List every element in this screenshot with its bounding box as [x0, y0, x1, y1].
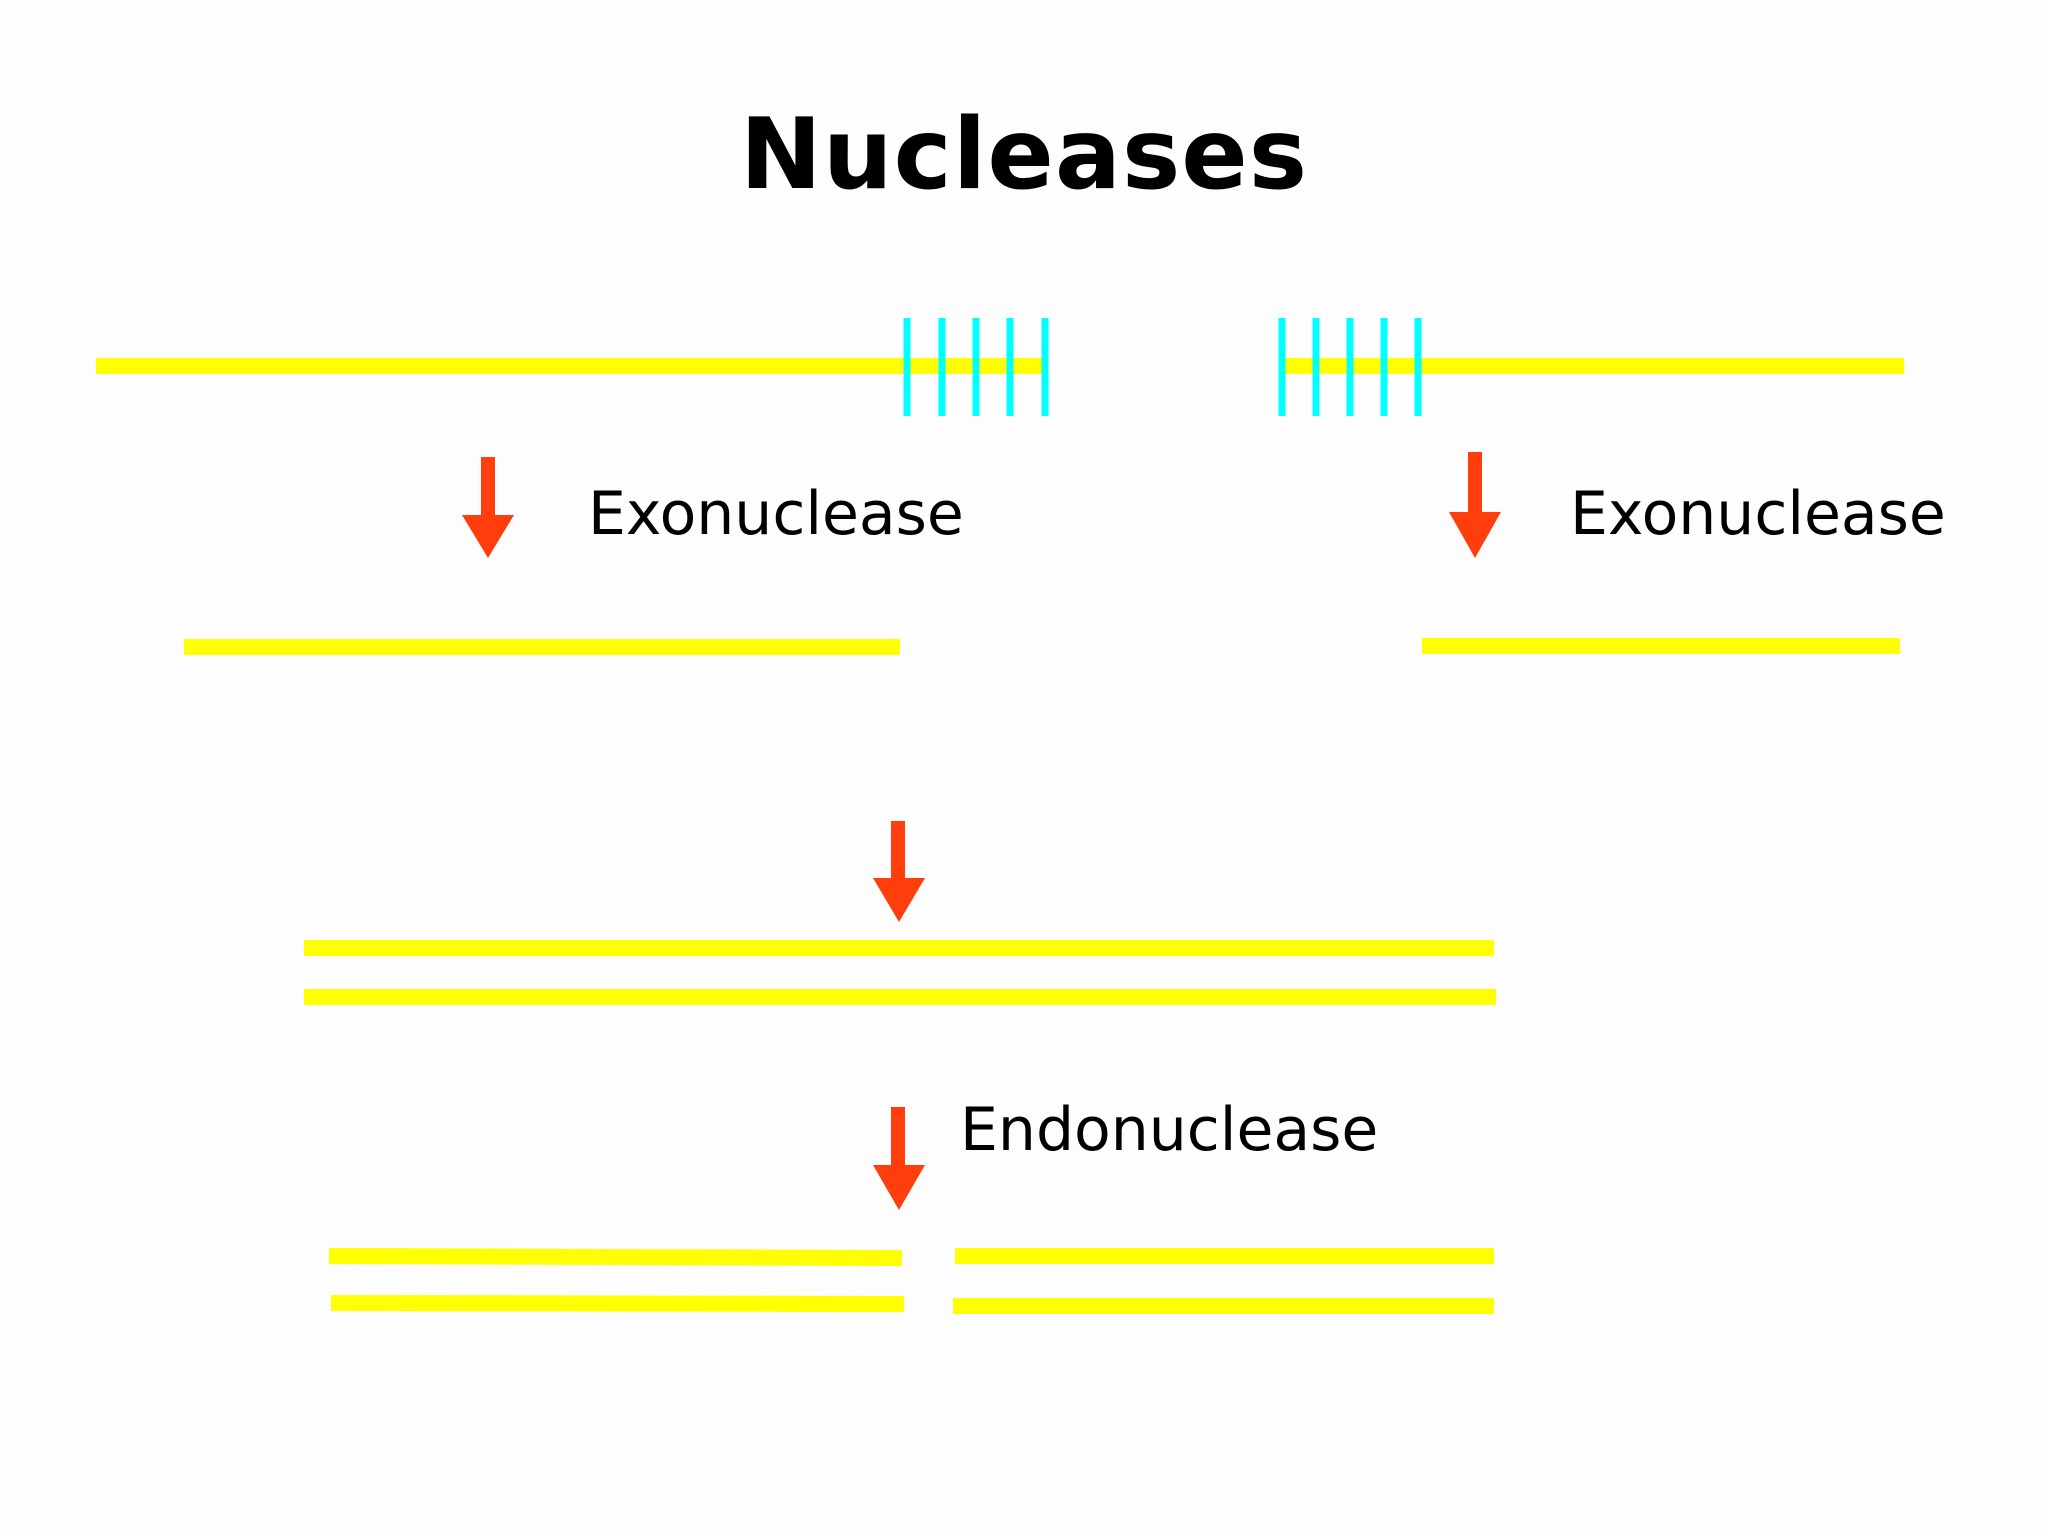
dna-fragment-left-lower — [330, 1295, 905, 1312]
label-endonuclease: Endonuclease — [960, 1095, 1379, 1165]
end-marks-right — [1278, 318, 1422, 416]
label-exonuclease-right: Exonuclease — [1570, 479, 1946, 549]
arrow-exonuclease-right — [1449, 452, 1501, 558]
page-title: Nucleases — [739, 98, 1309, 212]
arrow-exonuclease-left — [462, 457, 514, 558]
label-exonuclease-left: Exonuclease — [588, 479, 964, 549]
dna-fragment-left-upper — [328, 1248, 903, 1266]
arrow-endonuclease-target — [873, 821, 925, 922]
arrow-endonuclease — [873, 1107, 925, 1210]
end-marks-left — [903, 318, 1049, 416]
